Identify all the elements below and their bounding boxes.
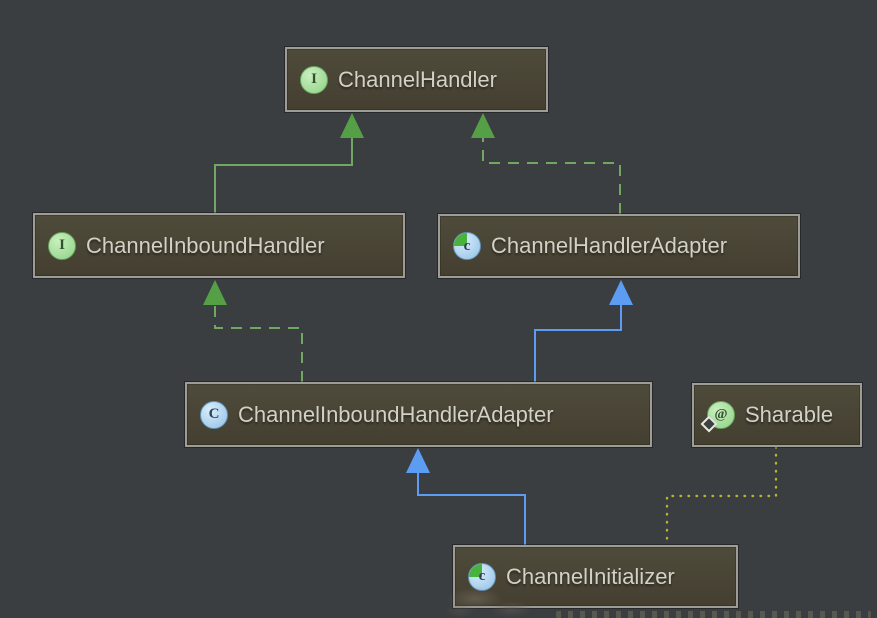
node-label: Sharable [745, 402, 834, 427]
node-label: ChannelInitializer [506, 563, 675, 589]
abstract-class-icon: c [468, 562, 496, 591]
edge-channelinboundhandleradapter-implements-channelinboundhandler [203, 280, 303, 382]
node-label: ChannelInboundHandler [86, 232, 325, 258]
node-channel-inbound-handler-adapter[interactable]: C ChannelInboundHandlerAdapter [185, 382, 652, 447]
edge-channelinitializer-extends-channelinboundhandleradapter [406, 448, 526, 545]
edge-channelinboundhandleradapter-extends-channelhandleradapter [534, 280, 633, 382]
abstract-class-icon: c [453, 232, 481, 260]
edge-channelinboundhandler-extends-channelhandler [214, 113, 364, 213]
edge-channelinitializer-annotation-sharable [665, 445, 778, 547]
interface-icon: I [48, 231, 76, 260]
edge-channelhandleradapter-implements-channelhandler [471, 113, 621, 214]
watermark-remnant-text [556, 611, 871, 618]
interface-icon: I [300, 65, 328, 94]
node-label: ChannelHandler [338, 66, 497, 92]
node-sharable[interactable]: @ Sharable [692, 383, 862, 447]
node-channel-handler-adapter[interactable]: c ChannelHandlerAdapter [438, 214, 800, 278]
node-channel-inbound-handler[interactable]: I ChannelInboundHandler [33, 213, 405, 278]
class-icon: C [200, 400, 228, 429]
node-channel-handler[interactable]: I ChannelHandler [285, 47, 548, 112]
node-label: ChannelInboundHandlerAdapter [238, 401, 554, 427]
node-channel-initializer[interactable]: c ChannelInitializer [453, 545, 738, 608]
annotation-icon: @ [700, 401, 735, 433]
node-label: ChannelHandlerAdapter [491, 233, 728, 258]
